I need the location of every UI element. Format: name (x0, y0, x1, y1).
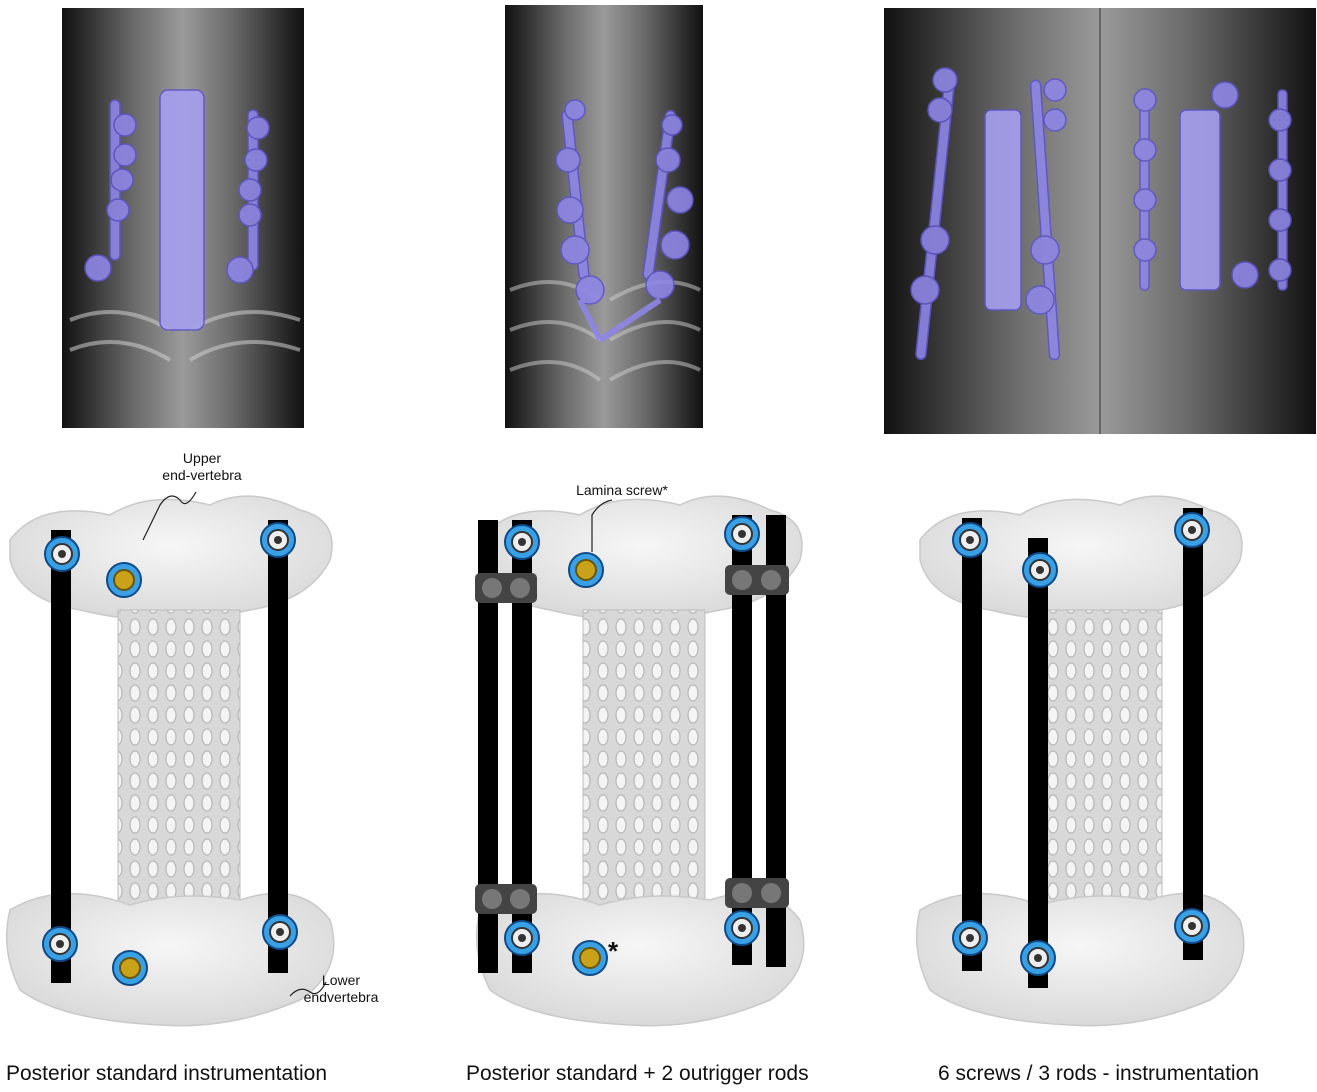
asterisk-marker: * (608, 936, 618, 967)
label-lamina-screw: Lamina screw* (552, 482, 692, 499)
pedicle-screw (505, 921, 539, 955)
cage-mesh (583, 610, 705, 930)
pedicle-screw (725, 517, 759, 551)
cross-connector (475, 573, 537, 603)
label-lower-line2: endvertebra (296, 989, 386, 1006)
pedicle-screw (1021, 941, 1055, 975)
cross-connector (475, 884, 537, 914)
lamina-screw (107, 563, 141, 597)
caption-three-rods: 6 screws / 3 rods - instrumentation (938, 1062, 1259, 1086)
label-lower-line1: Lower (296, 972, 386, 989)
cage-mesh (1040, 610, 1162, 930)
label-upper-line2: end-vertebra (142, 467, 262, 484)
pedicle-screw (1023, 553, 1057, 587)
rod (268, 520, 288, 973)
pedicle-screw (1175, 513, 1209, 547)
pedicle-screw (953, 921, 987, 955)
pedicle-screw (45, 537, 79, 571)
schematic-outrigger (475, 496, 804, 1026)
schematic-standard (7, 492, 334, 1026)
rod (1028, 538, 1048, 988)
caption-standard: Posterior standard instrumentation (6, 1062, 327, 1086)
label-lower-endvertebra: Lower endvertebra (296, 972, 386, 1006)
pedicle-screw (261, 523, 295, 557)
label-upper-line1: Upper (142, 450, 262, 467)
pedicle-screw (263, 915, 297, 949)
xray-panel-three-rods (884, 8, 1316, 434)
caption-outrigger: Posterior standard + 2 outrigger rods (466, 1062, 809, 1086)
label-upper-end-vertebra: Upper end-vertebra (142, 450, 262, 484)
xray-panel-outrigger (505, 5, 703, 428)
cage-mesh (118, 610, 240, 930)
pedicle-screw (43, 927, 77, 961)
pedicle-screw (1175, 909, 1209, 943)
lamina-screw (113, 951, 147, 985)
lamina-screw (573, 941, 607, 975)
cross-connector (725, 878, 789, 908)
pedicle-screw (725, 911, 759, 945)
xray-panel-standard (62, 8, 304, 428)
pedicle-screw (953, 523, 987, 557)
rod (51, 530, 71, 983)
rod (1183, 508, 1203, 960)
schematic-three-rods (917, 496, 1244, 1026)
pedicle-screw (505, 525, 539, 559)
cross-connector (725, 565, 789, 595)
rod (962, 518, 982, 971)
lamina-screw (569, 553, 603, 587)
